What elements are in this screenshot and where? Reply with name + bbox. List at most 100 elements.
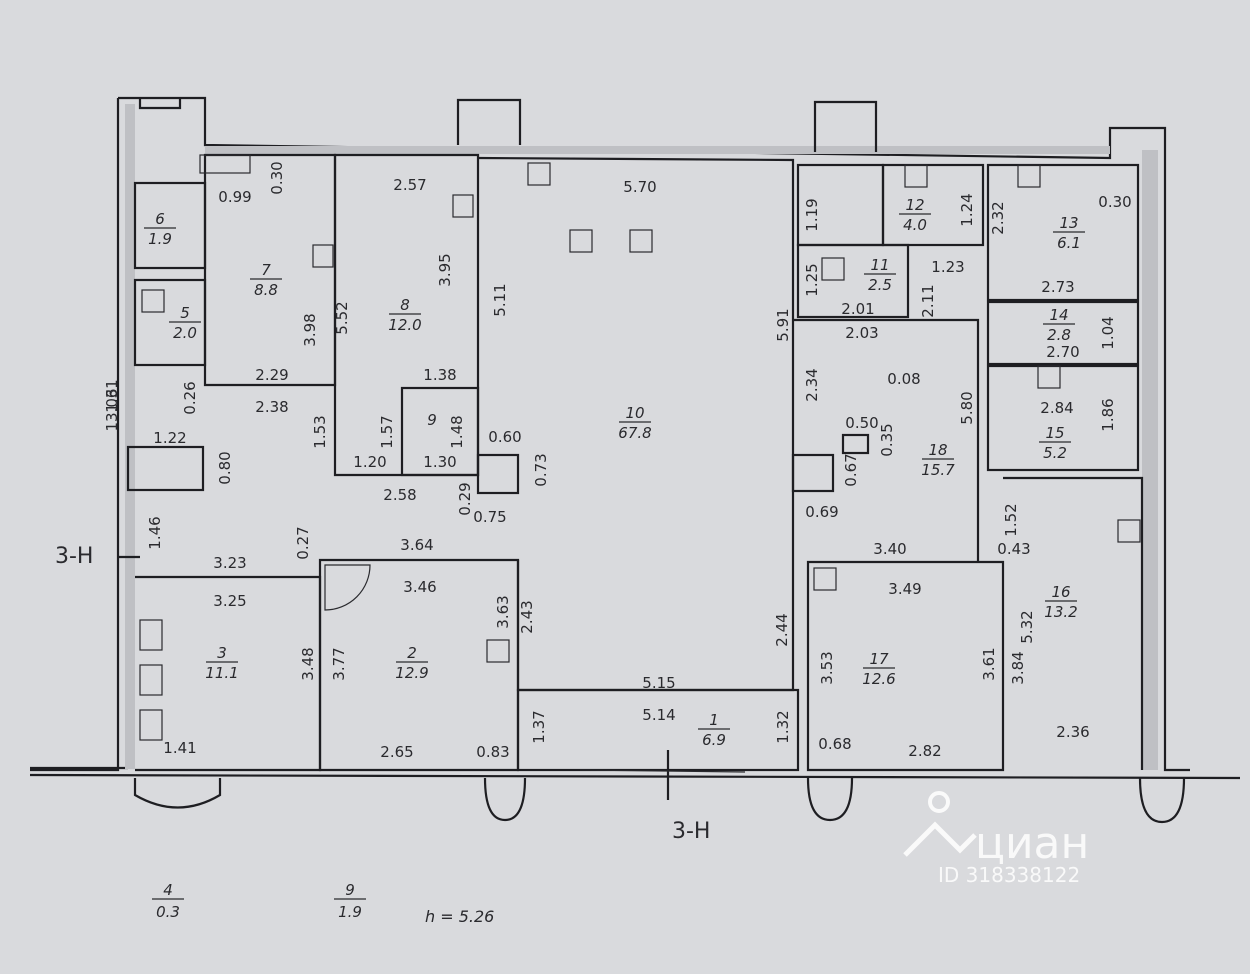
dimension-label: 3.48 — [299, 647, 317, 680]
column-bottom-2 — [483, 777, 527, 822]
dimension-label: 2.11 — [919, 284, 937, 317]
dimension-label: 1.32 — [774, 710, 792, 743]
dimension-label: 2.32 — [989, 201, 1007, 234]
dimension-label: 2.84 — [1040, 399, 1073, 417]
room-area-10: 67.8 — [618, 424, 651, 442]
dimension-label: 0.50 — [845, 414, 878, 432]
legend-area-4: 0.3 — [156, 903, 180, 921]
dimension-label: 0.67 — [842, 453, 860, 486]
room-6 — [133, 181, 207, 270]
room-number-17: 17 — [869, 650, 889, 668]
section-mark-bottom: 3-H — [672, 819, 710, 844]
dimension-label: 0.43 — [997, 540, 1030, 558]
room-1 — [516, 688, 800, 772]
dimension-label: 1.41 — [163, 739, 196, 757]
room-area-5: 2.0 — [173, 324, 197, 342]
wall-hatch-left — [125, 104, 135, 769]
dimension-label: 0.68 — [818, 735, 851, 753]
room-16 — [1003, 476, 1144, 770]
dimension-label: 3.53 — [818, 651, 836, 684]
dimension-label: 1.52 — [1002, 503, 1020, 536]
room-15 — [986, 364, 1140, 472]
dimension-label: 1.31 — [103, 379, 121, 412]
dimension-label: 3.77 — [330, 647, 348, 680]
dimension-label: 3.49 — [888, 580, 921, 598]
dimension-label: 0.80 — [216, 451, 234, 484]
dimension-label: 3.63 — [494, 595, 512, 628]
room-area-18: 15.7 — [921, 461, 955, 479]
column-bottom-1 — [133, 778, 222, 809]
dimension-label: 2.34 — [803, 368, 821, 401]
room-area-12: 4.0 — [903, 216, 927, 234]
outer-wall — [30, 96, 1190, 772]
wc-small — [796, 163, 885, 247]
top-niche-1 — [456, 98, 522, 145]
watermark-id: ID 318338122 — [938, 863, 1080, 887]
dimension-label: 1.24 — [958, 193, 976, 226]
dimension-label: 1.20 — [353, 453, 386, 471]
dimension-label: 3.40 — [873, 540, 906, 558]
dimension-label: 2.38 — [255, 398, 288, 416]
dimension-label: 0.30 — [1098, 193, 1131, 211]
door-swing — [324, 564, 371, 611]
dimension-label: 0.60 — [488, 428, 521, 446]
dimension-label: 2.43 — [518, 600, 536, 633]
location-pin-icon — [928, 791, 950, 813]
sink-icons — [139, 162, 1141, 741]
left-column — [138, 98, 182, 110]
dimension-label: 0.83 — [476, 743, 509, 761]
room-area-2: 12.9 — [395, 664, 428, 682]
dimension-label: 2.01 — [841, 300, 874, 318]
dimension-label: 3.23 — [213, 554, 246, 572]
dimension-label: 0.73 — [532, 453, 550, 486]
legend-area-9: 1.9 — [338, 903, 362, 921]
dimension-label: 3.98 — [301, 313, 319, 346]
legend-room-4: 4 — [163, 881, 173, 899]
dimension-label: 1.25 — [803, 263, 821, 296]
dimension-label: 2.65 — [380, 743, 413, 761]
room-13 — [986, 163, 1140, 302]
dimension-label: 2.36 — [1056, 723, 1089, 741]
dimension-label: 2.58 — [383, 486, 416, 504]
room-number-10: 10 — [625, 404, 644, 422]
dimension-label: 1.37 — [530, 710, 548, 743]
section-mark-left: 3-H — [55, 544, 93, 569]
shaft-right — [791, 453, 835, 493]
dimension-label: 5.52 — [333, 301, 351, 334]
cian-logo-icon — [903, 821, 977, 857]
dimension-label: 2.82 — [908, 742, 941, 760]
room-number-3: 3 — [217, 644, 227, 662]
dimension-label: 0.26 — [181, 381, 199, 414]
dimension-label: 1.48 — [448, 415, 466, 448]
dimension-label: 3.46 — [403, 578, 436, 596]
dimension-label: 0.35 — [878, 423, 896, 456]
dimension-label: 0.75 — [473, 508, 506, 526]
dimension-label: 0.29 — [456, 482, 474, 515]
dimension-label: 5.15 — [642, 674, 675, 692]
top-niche-2 — [813, 100, 878, 152]
dimension-label: 5.14 — [642, 706, 675, 724]
dimension-label: 1.38 — [423, 366, 456, 384]
room-14 — [986, 300, 1140, 366]
watermark-brand: циан — [975, 818, 1089, 869]
room-9 — [400, 386, 480, 477]
watermark: циан ID 318338122 — [903, 791, 1089, 887]
room-number-14: 14 — [1049, 306, 1068, 324]
wall-hatch-right — [1142, 150, 1158, 770]
dimension-label: 5.70 — [623, 178, 656, 196]
dimension-label: 2.44 — [773, 613, 791, 646]
room-4 — [126, 445, 205, 492]
dimension-label: 1.46 — [146, 516, 164, 549]
room-number-1: 1 — [709, 711, 719, 729]
wall-hatch-top — [205, 146, 1110, 154]
dimension-label: 5.91 — [774, 308, 792, 341]
dimension-label: 5.32 — [1018, 610, 1036, 643]
height-note: h = 5.26 — [425, 907, 494, 926]
room-number-7: 7 — [261, 261, 271, 279]
shaft — [476, 453, 520, 495]
dimension-label: 0.27 — [294, 526, 312, 559]
room-number-18: 18 — [928, 441, 947, 459]
